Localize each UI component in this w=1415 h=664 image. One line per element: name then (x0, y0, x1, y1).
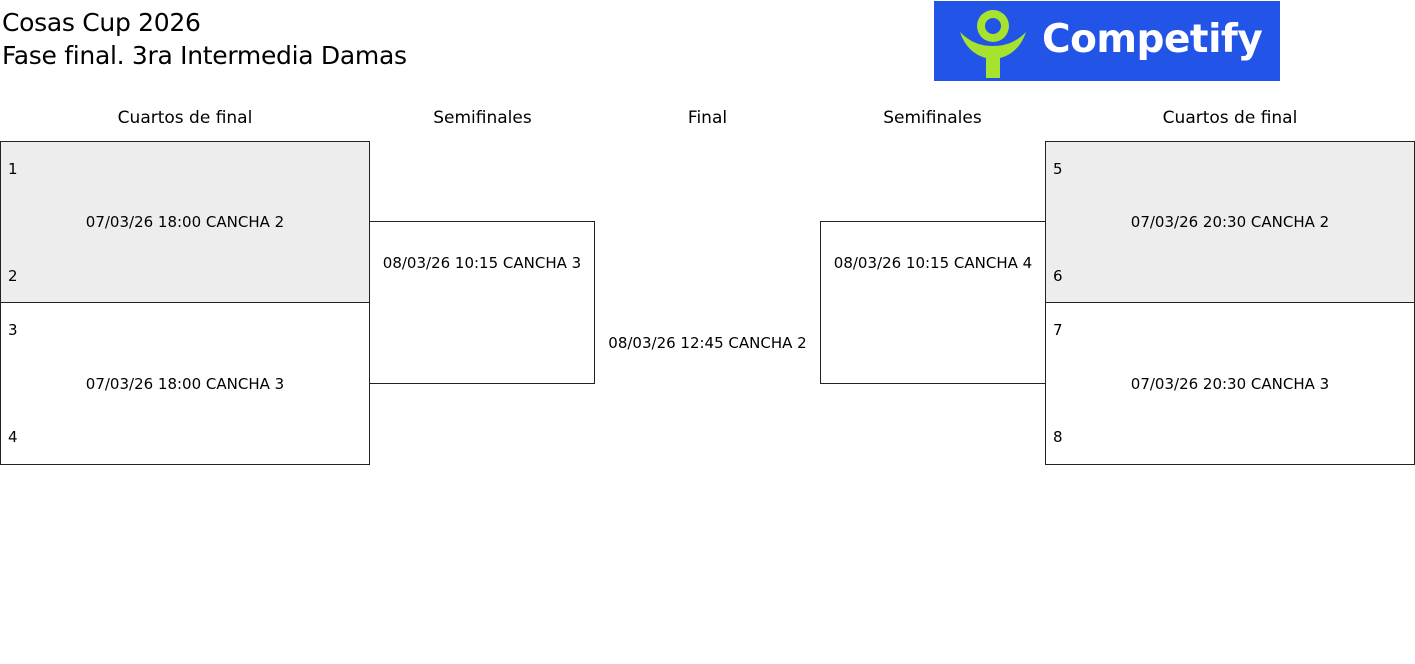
match-sf1[interactable]: 08/03/26 10:15 CANCHA 3 (369, 221, 595, 384)
match-info: 08/03/26 10:15 CANCHA 3 (382, 254, 582, 272)
seed-label: 1 (8, 160, 18, 178)
page-subtitle: Fase final. 3ra Intermedia Damas (2, 41, 407, 70)
round-label-final: Final (687, 108, 728, 128)
person-icon (960, 10, 1026, 78)
logo-text: Competify (1042, 17, 1263, 62)
match-info: 08/03/26 12:45 CANCHA 2 (608, 334, 807, 352)
match-sf2[interactable]: 08/03/26 10:15 CANCHA 4 (820, 221, 1046, 384)
match-info: 07/03/26 18:00 CANCHA 2 (85, 213, 285, 231)
match-final[interactable]: 08/03/26 12:45 CANCHA 2 (595, 221, 820, 384)
match-info: 07/03/26 20:30 CANCHA 2 (1130, 213, 1330, 231)
competify-logo[interactable]: Competify (934, 1, 1280, 81)
seed-label: 6 (1053, 267, 1063, 285)
round-label-right-semifinals: Semifinales (883, 108, 982, 128)
seed-label: 8 (1053, 428, 1063, 446)
match-qf3[interactable]: 5 07/03/26 20:30 CANCHA 2 6 (1045, 141, 1415, 303)
seed-label: 3 (8, 321, 18, 339)
round-label-left-semifinals: Semifinales (433, 108, 532, 128)
page-title: Cosas Cup 2026 (2, 8, 201, 37)
match-qf2[interactable]: 3 07/03/26 18:00 CANCHA 3 4 (0, 302, 370, 465)
seed-label: 5 (1053, 160, 1063, 178)
bracket-page: Cosas Cup 2026 Fase final. 3ra Intermedi… (0, 1, 1415, 465)
match-qf1[interactable]: 1 07/03/26 18:00 CANCHA 2 2 (0, 141, 370, 303)
round-label-right-quarterfinals: Cuartos de final (1162, 108, 1298, 128)
match-info: 07/03/26 18:00 CANCHA 3 (85, 375, 285, 393)
seed-label: 2 (8, 267, 18, 285)
round-label-left-quarterfinals: Cuartos de final (117, 108, 253, 128)
match-info: 07/03/26 20:30 CANCHA 3 (1130, 375, 1330, 393)
seed-label: 4 (8, 428, 18, 446)
match-info: 08/03/26 10:15 CANCHA 4 (833, 254, 1033, 272)
match-qf4[interactable]: 7 07/03/26 20:30 CANCHA 3 8 (1045, 302, 1415, 465)
seed-label: 7 (1053, 321, 1063, 339)
